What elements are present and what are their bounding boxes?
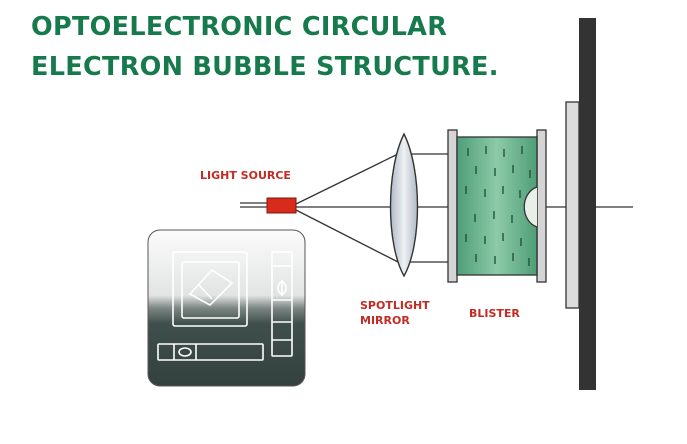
light-beam [295, 153, 452, 263]
label-light-source: LIGHT SOURCE [200, 169, 291, 182]
light-source [240, 197, 297, 214]
label-blister: BLISTER [469, 307, 520, 320]
label-spotlight-mirror-line1: SPOTLIGHT [360, 299, 430, 312]
mounting-wall [565, 18, 596, 390]
title-line-1: OPTOELECTRONIC CIRCULAR [31, 12, 448, 42]
spotlight-mirror [389, 132, 419, 278]
label-spotlight-mirror: SPOTLIGHT MIRROR [360, 298, 430, 328]
title-line-2: ELECTRON BUBBLE STRUCTURE. [31, 52, 499, 82]
detector-device [147, 229, 306, 387]
blister-hatching [465, 146, 531, 266]
blister [447, 129, 547, 283]
label-spotlight-mirror-line2: MIRROR [360, 314, 410, 327]
